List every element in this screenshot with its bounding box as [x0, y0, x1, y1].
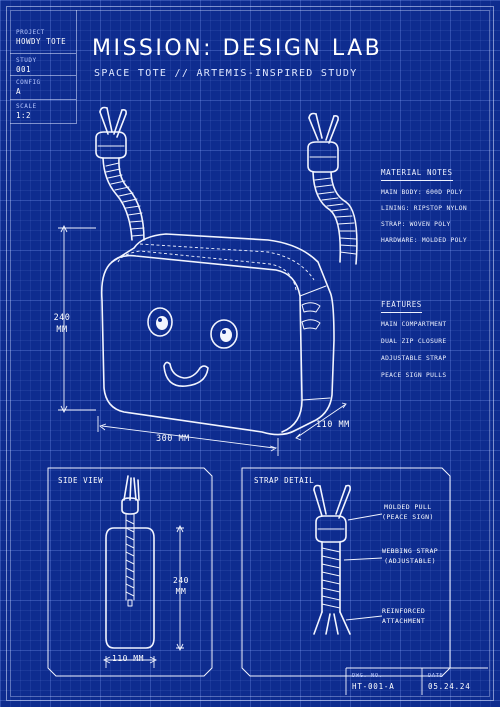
- width-dimension: 300 MM: [156, 434, 190, 444]
- inner-border: [10, 10, 490, 697]
- callout-molded-pull: MOLDED PULL (PEACE SIGN): [382, 503, 434, 522]
- material-notes-heading: MATERIAL NOTES: [381, 168, 453, 181]
- page-subtitle: SPACE TOTE // ARTEMIS-INSPIRED STUDY: [94, 68, 358, 79]
- depth-dimension: 110 MM: [316, 420, 350, 430]
- study-value: 001: [16, 65, 32, 74]
- strap-detail-title: STRAP DETAIL: [254, 476, 315, 485]
- side-height-unit: MM: [175, 587, 187, 596]
- feature-item: ADJUSTABLE STRAP: [381, 355, 447, 362]
- callout-line: (ADJUSTABLE): [384, 556, 436, 565]
- side-view-drawing: [102, 475, 184, 668]
- callout-reinforced-attachment: REINFORCED ATTACHMENT: [382, 607, 425, 626]
- callout-line: (PEACE SIGN): [382, 512, 434, 521]
- scale-value: 1:2: [16, 111, 32, 120]
- drawing-number-value: HT-001-A: [352, 682, 395, 691]
- title-block-config: CONFIG A: [10, 76, 76, 100]
- feature-item: MAIN COMPARTMENT: [381, 321, 447, 328]
- material-notes: MATERIAL NOTES MAIN BODY: 600D POLY LINI…: [381, 168, 467, 253]
- side-view-panel-frame: [47, 467, 213, 677]
- features-list: FEATURES MAIN COMPARTMENT DUAL ZIP CLOSU…: [381, 300, 446, 389]
- callout-line: ATTACHMENT: [382, 616, 426, 625]
- material-note-item: LINING: RIPSTOP NYLON: [381, 205, 467, 212]
- callout-webbing-strap: WEBBING STRAP (ADJUSTABLE): [382, 547, 438, 566]
- date-value: 05.24.24: [428, 682, 471, 691]
- strap-detail-drawing: [313, 484, 383, 635]
- page-title: MISSION: DESIGN LAB: [92, 36, 383, 61]
- callout-line: MOLDED PULL: [384, 503, 432, 511]
- dimension-lines: [58, 224, 347, 456]
- bag-body: [100, 233, 335, 436]
- feature-item: PEACE SIGN PULLS: [381, 372, 447, 379]
- drawing-number-label: DWG. NO.: [352, 673, 383, 679]
- title-block: [10, 10, 77, 124]
- title-block-scale: SCALE 1:2: [10, 100, 76, 124]
- title-block-project: PROJECT HOWDY TOTE: [10, 26, 76, 54]
- material-note-item: STRAP: WOVEN POLY: [381, 221, 451, 228]
- callout-line: REINFORCED: [382, 607, 426, 615]
- height-dimension-value: 240: [53, 313, 71, 323]
- study-label: STUDY: [16, 57, 37, 64]
- date-label: DATE: [428, 673, 444, 679]
- material-note-item: HARDWARE: MOLDED POLY: [381, 237, 467, 244]
- feature-item: DUAL ZIP CLOSURE: [381, 338, 447, 345]
- bag-face: [147, 307, 238, 387]
- project-label: PROJECT: [16, 29, 45, 36]
- outer-border: [6, 6, 494, 701]
- project-value: HOWDY TOTE: [16, 37, 67, 46]
- features-heading: FEATURES: [381, 300, 422, 313]
- config-label: CONFIG: [16, 79, 41, 86]
- right-strap: [307, 112, 358, 265]
- callout-line: WEBBING STRAP: [382, 547, 439, 555]
- side-height-value: 240: [173, 576, 189, 585]
- material-note-item: MAIN BODY: 600D POLY: [381, 189, 463, 196]
- side-view-title: SIDE VIEW: [58, 476, 104, 485]
- strap-detail-panel-frame: [241, 467, 451, 677]
- scale-label: SCALE: [16, 103, 37, 110]
- left-strap: [95, 106, 145, 241]
- footer-block: [345, 667, 488, 695]
- config-value: A: [16, 87, 22, 96]
- title-block-study: STUDY 001: [10, 54, 76, 76]
- side-depth-dimension: 110 MM: [112, 654, 144, 663]
- height-dimension-unit: MM: [56, 325, 68, 335]
